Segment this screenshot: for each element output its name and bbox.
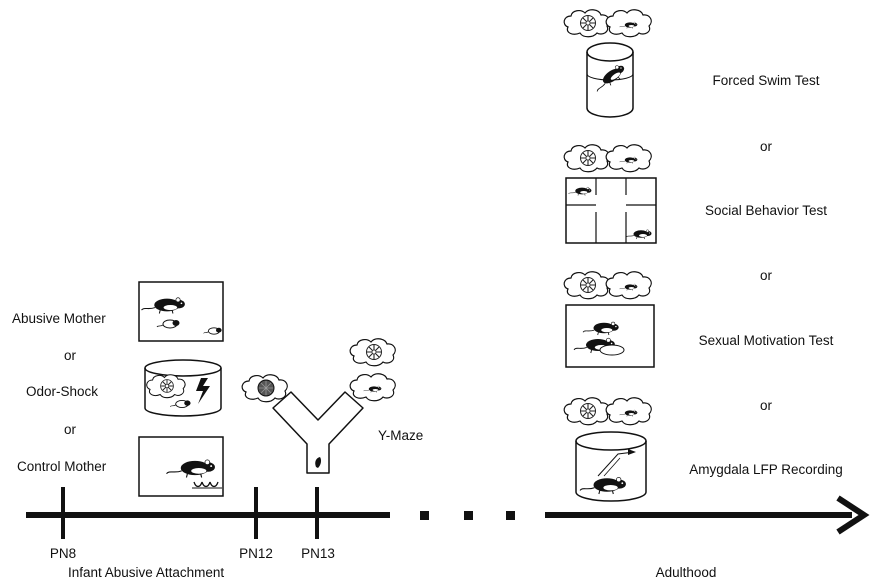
amygdala-recording-icon-group xyxy=(563,397,652,502)
test-label-forced-swim: Forced Swim Test xyxy=(712,73,820,88)
tick-label-pn8: PN8 xyxy=(49,546,77,561)
abusive-mother-icon-group xyxy=(138,281,224,342)
odor-cloud-dark-icon xyxy=(241,374,288,403)
odor-cloud-icon xyxy=(605,144,652,173)
ellipsis-dot xyxy=(464,511,473,520)
condition-label-control-mother: Control Mother xyxy=(17,459,107,474)
ellipsis-dot xyxy=(420,511,429,520)
odor-cloud-icon xyxy=(349,338,396,367)
mating-rats-box-icon xyxy=(565,304,655,368)
y-maze-icon xyxy=(272,391,364,474)
or-label: or xyxy=(63,348,77,363)
test-label-amygdala-lfp: Amygdala LFP Recording xyxy=(689,462,843,477)
arrowhead-icon xyxy=(836,495,870,535)
or-label: or xyxy=(759,268,773,283)
y-maze-label: Y-Maze xyxy=(378,428,424,443)
test-label-social-behavior: Social Behavior Test xyxy=(704,203,828,218)
test-label-sexual-motivation: Sexual Motivation Test xyxy=(698,333,834,348)
three-chamber-box-icon xyxy=(565,177,657,244)
ellipsis-dot xyxy=(506,511,515,520)
social-behavior-icon-group xyxy=(563,144,657,244)
tick-label-pn12: PN12 xyxy=(239,546,273,561)
odor-cloud-icon xyxy=(605,271,652,300)
tick-label-pn13: PN13 xyxy=(301,546,335,561)
or-label: or xyxy=(759,398,773,413)
odor-cloud-icon xyxy=(605,397,652,426)
odor-shock-chamber-icon xyxy=(144,359,222,417)
odor-cloud-icon xyxy=(605,9,652,38)
odor-shock-icon-group xyxy=(144,359,222,417)
control-mother-icon-group xyxy=(138,436,224,497)
or-label: or xyxy=(759,139,773,154)
or-label: or xyxy=(63,422,77,437)
odor-cloud-icon xyxy=(563,144,610,173)
odor-cloud-icon xyxy=(563,397,610,426)
odor-cloud-icon xyxy=(349,373,396,402)
odor-cloud-icon xyxy=(563,271,610,300)
odor-cloud-icon xyxy=(563,9,610,38)
period-label-adulthood: Adulthood xyxy=(655,565,717,580)
timeline-axis xyxy=(26,487,870,539)
forced-swim-icon-group xyxy=(563,9,652,118)
condition-label-abusive-mother: Abusive Mother xyxy=(12,311,106,326)
condition-label-odor-shock: Odor-Shock xyxy=(26,384,99,399)
recording-chamber-icon xyxy=(575,431,647,502)
sexual-motivation-icon-group xyxy=(563,271,655,368)
swim-cylinder-icon xyxy=(586,42,634,118)
period-label-infant: Infant Abusive Attachment xyxy=(68,565,225,580)
